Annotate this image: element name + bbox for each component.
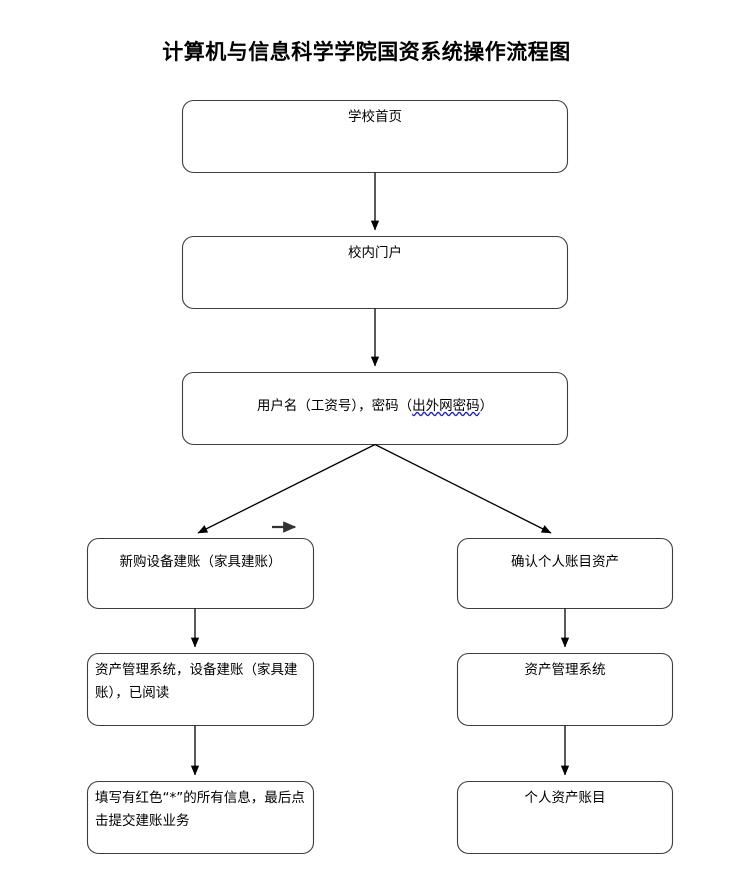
label-asset-system-equipment: 资产管理系统，设备建账（家具建账），已阅读 [95,662,298,701]
edge-login-to-new-equipment [197,443,376,534]
label-new-equipment-account: 新购设备建账（家具建账） [119,554,282,570]
label-login-credentials: 用户名（工资号），密码（出外网密码） [190,395,560,418]
node-personal-asset-ledger [456,780,674,855]
label-personal-asset-ledger: 个人资产账目 [524,790,606,806]
login-label-suffix: ） [479,398,494,414]
login-label-marked: 出外网密码 [412,398,480,414]
label-asset-system: 资产管理系统 [524,662,606,678]
login-label-prefix: 用户名（工资号），密码（ [256,398,413,414]
label-confirm-personal-assets: 确认个人账目资产 [511,554,619,570]
node-new-equipment-account [86,537,315,610]
edge-login-to-confirm-assets [374,443,552,534]
label-school-homepage: 学校首页 [348,109,402,125]
label-fill-required-fields: 填写有红色“*”的所有信息，最后点击提交建账业务 [95,790,305,829]
page-title: 计算机与信息科学学院国资系统操作流程图 [162,39,571,64]
node-asset-system-equipment [86,652,315,727]
node-fill-required-fields [86,780,315,855]
label-campus-portal: 校内门户 [348,245,402,261]
